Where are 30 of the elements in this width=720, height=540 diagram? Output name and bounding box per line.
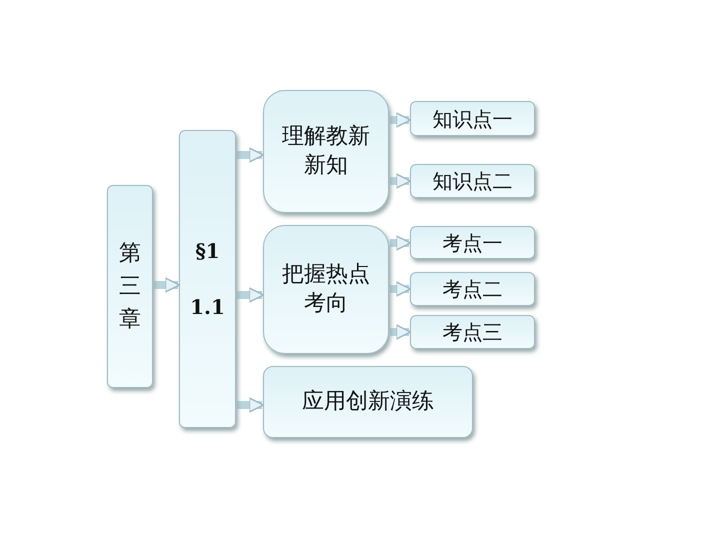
rounded-box [263, 366, 473, 438]
block-arrow [390, 324, 412, 340]
box-label: 考点二 [442, 276, 502, 302]
box-label: §1 [195, 238, 220, 264]
rounded-box [263, 225, 389, 354]
rounded-box [410, 101, 535, 136]
block-arrow [154, 277, 180, 293]
rounded-box [410, 226, 535, 259]
block-arrow [390, 173, 412, 189]
block-arrow [237, 397, 264, 413]
box-label: 知识点一 [432, 106, 512, 132]
box-label: 1.1 [190, 294, 225, 320]
block-arrow [237, 287, 264, 303]
box-label: 考点一 [442, 230, 502, 256]
block-arrow [390, 281, 412, 297]
rounded-box [410, 164, 535, 198]
box-label: 把握热点考向 [281, 260, 371, 318]
block-arrow [237, 147, 264, 163]
rounded-box [263, 90, 389, 213]
box-label: 知识点二 [432, 168, 512, 194]
box-label: 应用创新演练 [302, 388, 434, 416]
block-arrow [390, 235, 412, 251]
block-arrow [390, 112, 412, 128]
rounded-box [410, 315, 535, 349]
box-label: 理解教新新知 [281, 122, 371, 180]
rounded-box [107, 185, 153, 388]
box-label: 考点三 [442, 319, 502, 345]
rounded-box [179, 130, 236, 428]
box-label: 第三章 [119, 240, 141, 334]
rounded-box [410, 272, 535, 306]
